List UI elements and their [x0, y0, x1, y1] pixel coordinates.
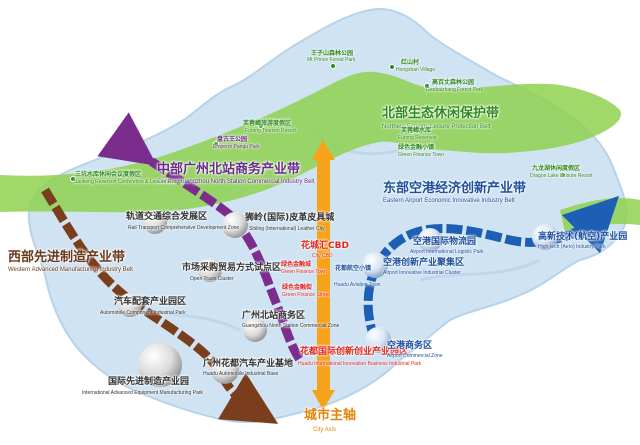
- zone-airport-innov-en: Airport Innovative Industrial Cluster: [383, 270, 461, 276]
- zone-citycbd-en: City CBD: [312, 253, 333, 259]
- city-axis-shape: [317, 152, 330, 397]
- north-belt-title: 北部生态休闲保护带: [382, 106, 500, 121]
- zone-huadu-auto-cn: 广州花都汽车产业基地: [203, 359, 294, 369]
- zone-shiling-cn: 狮岭(国际)皮革皮具城: [245, 213, 335, 223]
- poi-gaobaizhang-cn: 高百丈森林公园: [432, 79, 475, 86]
- poi-gft-en: Green Finance Town: [398, 152, 445, 158]
- central-belt-subtitle: Central Guangzhou North Station Commerci…: [157, 179, 315, 185]
- sphere-auto: [118, 293, 142, 317]
- zone-rail-en: Rail Transport Comprehensive Development…: [128, 225, 240, 231]
- poi-marker-icon: [213, 141, 219, 147]
- east-belt-subtitle: Eastern Airport Economic Innovative Indu…: [383, 198, 515, 204]
- poi-panggu-en: Emperor Pangu Park: [213, 144, 260, 150]
- sphere-airport-innov: [362, 252, 388, 278]
- zone-aviation-en: Huadu Aviation Town: [334, 282, 381, 288]
- north-belt-subtitle: Northern Ecology Leisure Protection Belt: [382, 124, 491, 130]
- zone-airport-comm-en: Airport Commercial Zone: [387, 353, 443, 359]
- poi-marker-icon: [424, 83, 430, 89]
- west-belt-title: 西部先进制造产业带: [8, 250, 126, 265]
- sphere-opentrade: [198, 258, 222, 282]
- poi-furong-reservoir-en: Furong Reservoir: [398, 135, 437, 141]
- sphere-shiling: [222, 212, 248, 238]
- sphere-intl: [138, 343, 182, 387]
- poi-gft-cn: 绿色金融小镇: [398, 144, 435, 151]
- north-belt-shape: [0, 71, 621, 213]
- zone-airport-logistic-en: Airport International Logistic Park: [410, 249, 484, 255]
- poi-dragon-lake-en: Dragon Lake Leisure Resort: [530, 173, 593, 179]
- poi-furong-resort-en: Furong Tourism Resort: [245, 128, 296, 134]
- poi-marker-icon: [409, 128, 415, 134]
- zone-gf2-cn: 绿色金融街: [282, 284, 313, 291]
- sphere-airport-comm: [365, 327, 391, 353]
- east-belt-title: 东部空港经济创新产业带: [383, 181, 527, 196]
- zone-opentrade-en: Open Trade Cluster: [190, 276, 234, 282]
- central-belt-shape: [97, 112, 304, 363]
- zone-airport-comm-cn: 空港商务区: [387, 341, 433, 351]
- zone-huadu-intl-en: Huadu International Innovation Business …: [298, 361, 422, 367]
- zone-rail-cn: 轨道交通综合发展区: [126, 212, 208, 222]
- zone-gf2-en: Green Finance Street: [282, 292, 330, 298]
- zone-shiling-en: Shiling (International) Leather City: [249, 226, 325, 232]
- zone-gznorth-en: Guangzhou North Station Commercial Zone: [242, 323, 340, 329]
- zone-gfcbd-en: Green Finance Town: [281, 269, 328, 275]
- poi-gaobaizhang-en: Gaobaizhang Forest Park: [426, 87, 483, 93]
- east-belt-shape: [363, 195, 620, 342]
- zone-hightech-en: High-tech (Aero) Industry Park: [538, 244, 606, 250]
- zone-opentrade-cn: 市场采购贸易方式试点区: [182, 263, 282, 273]
- zone-citycbd-cn: 花城汇CBD: [301, 241, 349, 251]
- central-belt-title: 中部广州北站商务产业带: [157, 162, 301, 177]
- zone-gznorth-cn: 广州北站商务区: [242, 311, 306, 321]
- poi-furong-reservoir-cn: 芙蓉嶂水库: [401, 127, 432, 134]
- poi-saokeng-cn: 三坑水库休闲会议度假区: [75, 171, 142, 178]
- zone-aviation-cn: 花都航空小镇: [335, 265, 372, 272]
- sphere-rail: [143, 210, 167, 234]
- poi-marker-icon: [258, 123, 264, 129]
- sphere-huadu-auto: [211, 356, 239, 384]
- sphere-gznorth: [243, 318, 267, 342]
- zone-airport-innov-cn: 空港创新产业聚集区: [383, 258, 465, 268]
- poi-wangzishan-en: Mt Prince Forest Park: [307, 57, 356, 63]
- poi-furong-resort-cn: 芙蓉嶂旅游度假区: [243, 120, 292, 127]
- poi-hongshan-en: Hongshan Village: [396, 67, 436, 73]
- city-axis-subtitle: City Axis: [313, 427, 337, 433]
- poi-marker-icon: [560, 172, 566, 178]
- zone-intl-en: International Advanced Equipment Manufac…: [82, 390, 203, 396]
- poi-dragon-lake-cn: 九龙湖休闲度假区: [532, 165, 581, 172]
- zone-auto-cn: 汽车配套产业园区: [114, 297, 187, 307]
- zone-gfcbd-cn: 绿色金融城: [281, 261, 312, 268]
- sphere-airport-logistic: [418, 228, 442, 252]
- poi-hongshan-cn: 红山村: [401, 59, 420, 66]
- poi-marker-icon: [70, 176, 76, 182]
- poi-marker-icon: [389, 64, 395, 70]
- poi-wangzishan-cn: 王子山森林公园: [311, 50, 354, 57]
- poi-saokeng-en: Saokeng Reservoir Conference & Leisure R…: [74, 179, 183, 185]
- poi-panggu-cn: 盘古王公园: [217, 136, 248, 143]
- zone-hightech-cn: 高新技术(航空)产业园: [538, 232, 628, 242]
- poi-marker-icon: [330, 63, 336, 69]
- zone-airport-logistic-cn: 空港国际物流园: [413, 237, 477, 247]
- sphere-hightech: [532, 224, 558, 250]
- city-axis-title: 城市主轴: [304, 408, 357, 423]
- west-belt-subtitle: Western Advanced Manufacturing Industry …: [8, 267, 133, 273]
- zone-huadu-auto-en: Huadu Automobile Industrial Base: [203, 371, 279, 377]
- zone-huadu-intl-cn: 花都国际创新创业产业园区: [300, 347, 409, 357]
- zone-intl-cn: 国际先进制造产业园: [108, 377, 190, 387]
- zone-auto-en: Automobile Component Industrial Park: [100, 310, 186, 316]
